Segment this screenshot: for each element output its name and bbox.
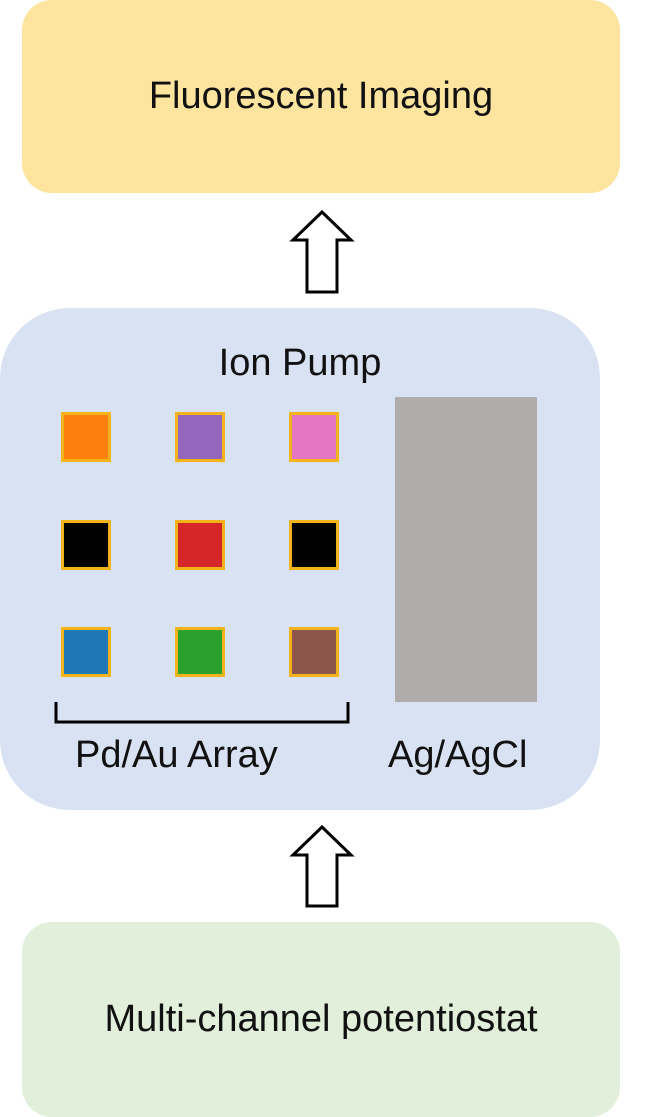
electrode-pad xyxy=(175,520,225,570)
electrode-pad xyxy=(61,627,111,677)
ag-agcl-label: Ag/AgCl xyxy=(388,734,528,776)
electrode-pad xyxy=(289,627,339,677)
fluorescent-imaging-box: Fluorescent Imaging xyxy=(22,0,620,193)
pd-au-array-label: Pd/Au Array xyxy=(75,734,278,776)
ag-agcl-reference-electrode xyxy=(395,397,537,702)
ion-pump-box: Ion Pump Pd/Au Array Ag/AgCl xyxy=(0,308,600,810)
electrode-pad xyxy=(175,412,225,462)
up-arrow-icon xyxy=(289,824,355,908)
up-arrow-icon xyxy=(289,209,355,294)
fluorescent-imaging-label: Fluorescent Imaging xyxy=(148,75,494,117)
bracket-icon xyxy=(54,702,350,724)
electrode-pad xyxy=(61,520,111,570)
multi-channel-potentiostat-box: Multi-channel potentiostat xyxy=(22,922,620,1117)
ion-pump-title: Ion Pump xyxy=(218,342,382,384)
electrode-pad xyxy=(61,412,111,462)
electrode-pad xyxy=(289,412,339,462)
multi-channel-potentiostat-label: Multi-channel potentiostat xyxy=(104,998,538,1040)
electrode-pad xyxy=(289,520,339,570)
electrode-pad xyxy=(175,627,225,677)
